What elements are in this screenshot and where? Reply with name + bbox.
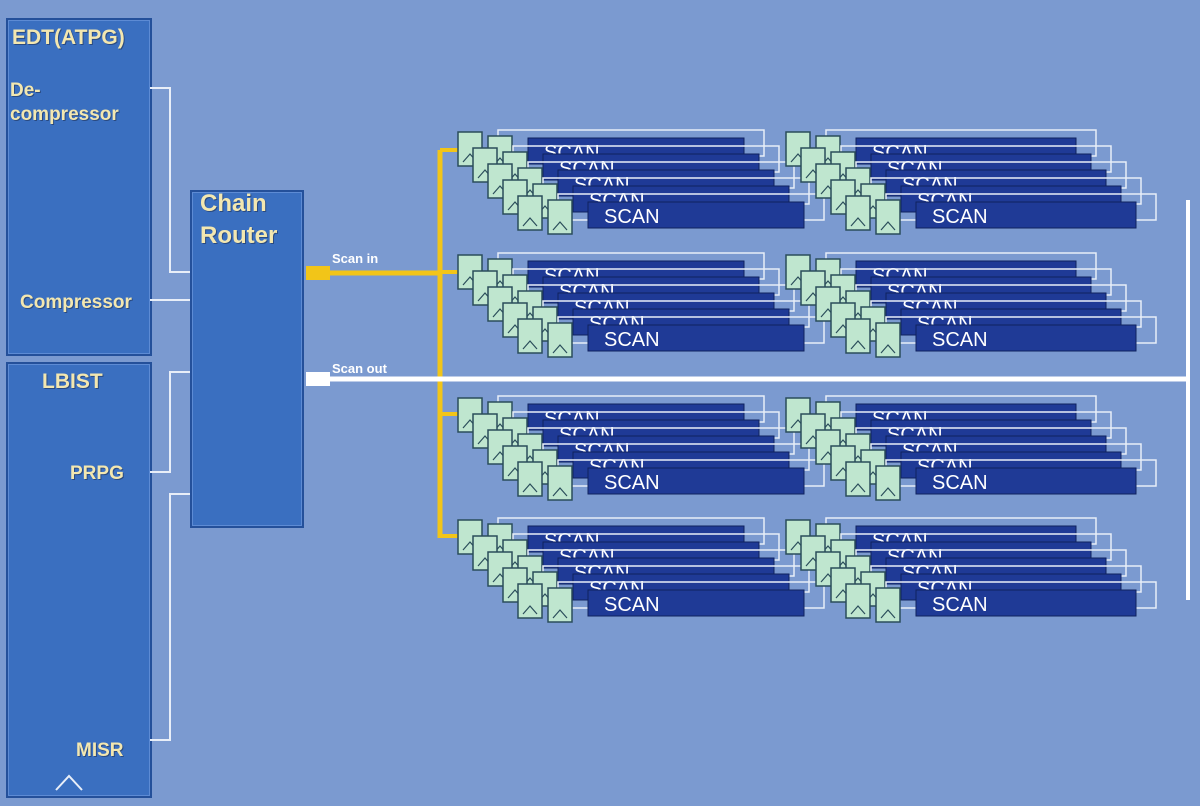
scan-chain: SCAN [517, 316, 825, 358]
scan-chain: SCAN [517, 193, 825, 235]
scan-in-label: Scan in [332, 251, 379, 266]
flipflop-clock-icon [880, 487, 896, 497]
flipflop [845, 583, 871, 619]
flipflop-clock-icon [522, 217, 538, 227]
lbist-title: LBIST [42, 370, 103, 393]
flipflop-clock-icon [522, 340, 538, 350]
flipflop [517, 461, 543, 497]
flipflop-clock-icon [880, 221, 896, 231]
scan-bar [915, 324, 1137, 352]
scan-chain-array: SCANSCANSCANSCANSCANSCANSCANSCANSCANSCAN… [457, 129, 1157, 623]
decompressor-label-line2: compressor [10, 104, 119, 125]
flipflop-clock-icon [850, 340, 866, 350]
flipflop [547, 465, 573, 501]
flipflop [547, 587, 573, 623]
flipflop [875, 587, 901, 623]
chain-router-label-line1: Chain [200, 190, 267, 217]
flipflop [875, 322, 901, 358]
scan-chain-label: SCAN [932, 594, 988, 616]
flipflop [517, 195, 543, 231]
scan-in-port [306, 266, 330, 280]
scan-bar [587, 589, 805, 617]
scan-chain-label: SCAN [932, 472, 988, 494]
scan-bar [915, 589, 1137, 617]
chain-router [190, 190, 304, 528]
flipflop-clock-icon [880, 344, 896, 354]
flipflop [547, 199, 573, 235]
scan-chain: SCAN [845, 459, 1157, 501]
scan-chain: SCAN [517, 459, 825, 501]
scan-chain: SCAN [517, 581, 825, 623]
compressor-label: Compressor [20, 292, 132, 313]
flipflop-clock-icon [552, 221, 568, 231]
flipflop [875, 465, 901, 501]
decompressor-label-line1: De- [10, 80, 41, 101]
flipflop-clock-icon [522, 483, 538, 493]
flipflop-clock-icon [850, 483, 866, 493]
lbist-panel [6, 362, 152, 798]
flipflop [845, 195, 871, 231]
scan-chain-label: SCAN [932, 329, 988, 351]
chevron-up-icon [54, 772, 84, 792]
flipflop-clock-icon [850, 605, 866, 615]
edt-panel [6, 18, 152, 356]
scan-bar [587, 201, 805, 229]
edt-title: EDT(ATPG) [12, 26, 125, 49]
scan-chain-label: SCAN [932, 206, 988, 228]
flipflop-clock-icon [522, 605, 538, 615]
flipflop [845, 318, 871, 354]
scan-bar [587, 324, 805, 352]
flipflop [517, 583, 543, 619]
scan-bar [587, 467, 805, 495]
chain-router-label-line2: Router [200, 222, 278, 249]
scan-chain: SCAN [845, 581, 1157, 623]
flipflop-clock-icon [552, 344, 568, 354]
scan-out-bus [306, 200, 1190, 600]
scan-bar [915, 201, 1137, 229]
scan-chain-label: SCAN [604, 594, 660, 616]
misr-label: MISR [76, 740, 124, 761]
flipflop-clock-icon [552, 487, 568, 497]
flipflop-clock-icon [850, 217, 866, 227]
scan-chain: SCAN [845, 193, 1157, 235]
scan-chain-label: SCAN [604, 206, 660, 228]
control-wires [150, 87, 190, 741]
scan-bar [915, 467, 1137, 495]
prpg-wire [150, 371, 190, 473]
flipflop [845, 461, 871, 497]
flipflop [547, 322, 573, 358]
flipflop [517, 318, 543, 354]
misr-wire [150, 493, 190, 741]
prpg-label: PRPG [70, 463, 124, 484]
scan-chain: SCAN [845, 316, 1157, 358]
decompressor-wire [150, 87, 190, 273]
flipflop-clock-icon [552, 609, 568, 619]
scan-out-port [306, 372, 330, 386]
flipflop [875, 199, 901, 235]
scan-in-bus [306, 148, 462, 538]
scan-chain-label: SCAN [604, 329, 660, 351]
flipflop-clock-icon [880, 609, 896, 619]
scan-chain-label: SCAN [604, 472, 660, 494]
scan-out-label: Scan out [332, 361, 387, 376]
